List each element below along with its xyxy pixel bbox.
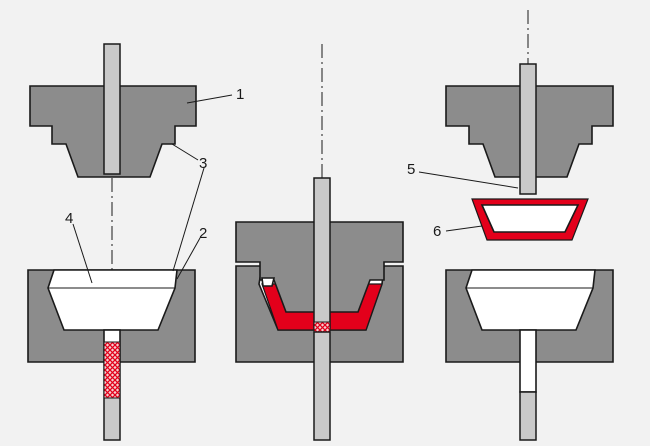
die-cavity-1 (47, 269, 178, 331)
lower-rod-3 (519, 391, 537, 441)
ejected-part-inner (480, 204, 580, 233)
leader-1 (186, 94, 233, 104)
callout-labels: 1 2 3 4 5 6 (65, 86, 441, 242)
gate-material (313, 321, 331, 333)
step-3-ejection (445, 10, 614, 441)
leader-5 (418, 171, 519, 189)
molding-compound-charge (103, 341, 121, 399)
callout-leaders (72, 94, 519, 284)
leader-3a (171, 143, 199, 161)
leader-4 (72, 223, 93, 284)
leader-3b (172, 167, 205, 272)
flash-gap-2 (261, 277, 276, 287)
step-1-open-mold (27, 43, 197, 441)
lower-rod-2 (313, 331, 331, 441)
callout-5: 5 (407, 161, 415, 178)
step-2-closed-mold (235, 44, 404, 441)
center-rod-3 (519, 63, 537, 195)
center-rod-upper-1 (103, 43, 121, 175)
callout-1: 1 (236, 86, 244, 103)
leader-2 (176, 237, 201, 280)
callout-6: 6 (433, 223, 441, 240)
die-cavity-3 (465, 269, 596, 331)
center-rod-2 (313, 177, 331, 329)
callout-4: 4 (65, 210, 73, 227)
ejector-channel-3 (519, 329, 537, 393)
leader-6 (445, 225, 483, 232)
callout-2: 2 (199, 225, 207, 242)
callout-3: 3 (199, 155, 207, 172)
